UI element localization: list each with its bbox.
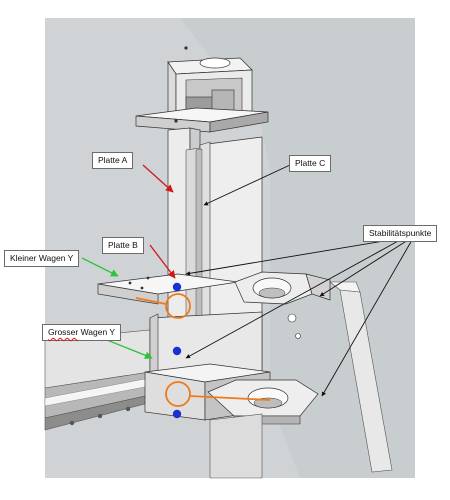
arrow-stability-4 xyxy=(321,239,413,397)
label-platte-a-text: Platte A xyxy=(98,155,128,165)
upper-stability-circle xyxy=(165,293,191,319)
lower-bearing xyxy=(207,379,319,425)
label-platte-b: Platte B xyxy=(102,237,144,254)
blue-dot-1 xyxy=(172,282,182,292)
label-platte-b-text: Platte B xyxy=(108,240,138,250)
label-platte-c-text: Platte C xyxy=(295,158,326,168)
y-rail xyxy=(44,329,153,431)
label-grosser-wagen-word2: Wagen Y xyxy=(78,327,116,337)
upper-bearing xyxy=(234,271,331,339)
arrow-platte-b xyxy=(149,244,176,279)
lower-stability-line xyxy=(189,395,271,401)
lower-column xyxy=(209,413,263,479)
arrow-stability-3 xyxy=(319,239,409,297)
upper-stability-line xyxy=(135,297,167,305)
label-kleiner-wagen: Kleiner Wagen Y xyxy=(4,250,80,267)
label-stabilitaet: Stabilitätspunkte xyxy=(363,225,438,242)
arrow-stability-2 xyxy=(185,239,401,359)
label-kleiner-wagen-text: Kleiner Wagen Y xyxy=(10,253,74,263)
stability-markers xyxy=(135,293,271,407)
arrow-platte-c xyxy=(203,164,291,206)
label-platte-c: Platte C xyxy=(289,155,332,172)
blue-dot-3 xyxy=(172,409,182,419)
label-grosser-wagen-word1: Grosser xyxy=(48,327,79,337)
blue-markers xyxy=(172,282,182,419)
label-stabilitaet-text: Stabilitätspunkte xyxy=(369,228,432,238)
blue-dot-2 xyxy=(172,346,182,356)
arrow-platte-a xyxy=(142,164,174,193)
arrow-kleiner-wagen xyxy=(81,257,119,277)
label-platte-a: Platte A xyxy=(92,152,134,169)
label-grosser-wagen: Grosser Wagen Y xyxy=(42,324,122,341)
lower-stability-circle xyxy=(165,381,191,407)
arrow-stability-1 xyxy=(185,239,391,276)
